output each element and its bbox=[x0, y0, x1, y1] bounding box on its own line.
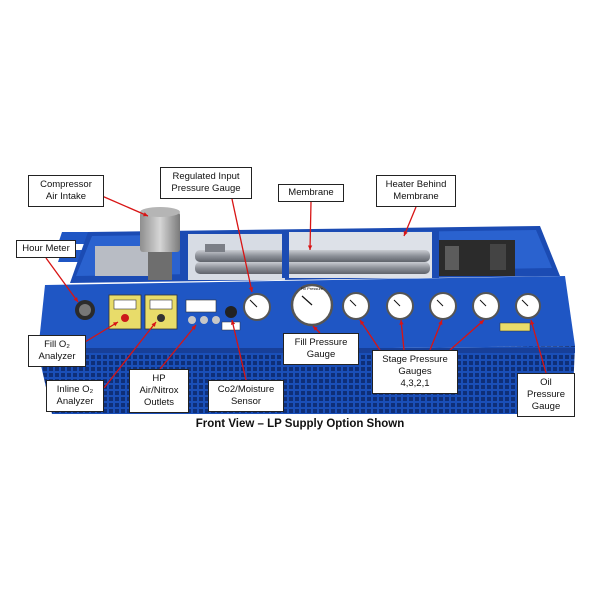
leader-hour-meter-arrowhead bbox=[73, 297, 78, 302]
stage-gauge-2 bbox=[429, 292, 457, 320]
callout-fill-pressure-gauge: Fill Pressure Gauge bbox=[283, 333, 359, 365]
leader-stage-4 bbox=[359, 319, 381, 351]
leader-membrane-arrowhead bbox=[307, 245, 313, 250]
leader-regulated-input bbox=[231, 198, 253, 293]
leader-membrane bbox=[309, 201, 312, 251]
stage-gauge-4 bbox=[342, 292, 370, 320]
stage-gauge-3 bbox=[386, 292, 414, 320]
leader-stage-4-arrowhead bbox=[360, 320, 365, 325]
leader-lines bbox=[45, 195, 547, 389]
leader-air-intake-arrowhead bbox=[143, 212, 148, 217]
regulated-input-gauge-dial bbox=[243, 293, 271, 321]
callout-fill-o2-analyzer: Fill O₂ Analyzer bbox=[28, 335, 86, 367]
gauges: Fill Pressure bbox=[243, 283, 541, 332]
leader-oil bbox=[530, 319, 547, 374]
leader-co2-arrowhead bbox=[230, 320, 236, 325]
diagram-caption: Front View – LP Supply Option Shown bbox=[195, 418, 405, 430]
callout-stage-pressure-gauges: Stage Pressure Gauges 4,3,2,1 bbox=[372, 350, 458, 394]
leader-stage-1 bbox=[449, 319, 485, 351]
callout-co2-sensor: Co2/Moisture Sensor bbox=[208, 380, 284, 412]
callout-hour-meter: Hour Meter bbox=[16, 240, 76, 258]
fill-pressure-gauge-dial: Fill Pressure bbox=[290, 283, 334, 327]
top-frame bbox=[70, 226, 560, 283]
leader-heater bbox=[403, 206, 417, 237]
leader-hp-outlets bbox=[159, 324, 197, 370]
leader-fill-o2-arrowhead bbox=[113, 322, 118, 327]
stage-gauge-1 bbox=[472, 292, 500, 320]
leader-stage-2 bbox=[429, 319, 443, 351]
leader-hp-outlets-arrowhead bbox=[191, 325, 196, 330]
callout-oil-pressure-gauge: Oil Pressure Gauge bbox=[517, 373, 575, 417]
leader-fill-pressure-arrowhead bbox=[313, 326, 318, 331]
leader-inline-o2 bbox=[103, 321, 157, 389]
leader-co2 bbox=[231, 319, 247, 381]
callout-inline-o2-analyzer: Inline O₂ Analyzer bbox=[46, 380, 104, 412]
callout-regulated-input-gauge: Regulated Input Pressure Gauge bbox=[160, 167, 252, 199]
leader-stage-3 bbox=[400, 319, 405, 351]
callout-membrane: Membrane bbox=[278, 184, 344, 202]
air-intake-filter bbox=[140, 207, 180, 280]
callout-compressor-air-intake: Compressor Air Intake bbox=[28, 175, 104, 207]
leader-regulated-input-arrowhead bbox=[248, 287, 254, 292]
oil-pressure-gauge-dial bbox=[515, 293, 541, 319]
leader-stage-1-arrowhead bbox=[479, 320, 484, 325]
leader-air-intake bbox=[101, 195, 149, 217]
fill-gauge-face-label: Fill Pressure bbox=[301, 286, 324, 291]
leader-fill-o2 bbox=[84, 321, 119, 343]
leader-heater-arrowhead bbox=[403, 231, 408, 236]
leader-inline-o2-arrowhead bbox=[151, 322, 156, 327]
callout-heater: Heater Behind Membrane bbox=[376, 175, 456, 207]
leader-stage-2-arrowhead bbox=[438, 320, 443, 325]
leader-stage-3-arrowhead bbox=[399, 320, 404, 325]
leader-hour-meter bbox=[45, 257, 79, 303]
callout-hp-outlets: HP Air/Nitrox Outlets bbox=[129, 369, 189, 413]
leader-oil-arrowhead bbox=[530, 320, 535, 325]
